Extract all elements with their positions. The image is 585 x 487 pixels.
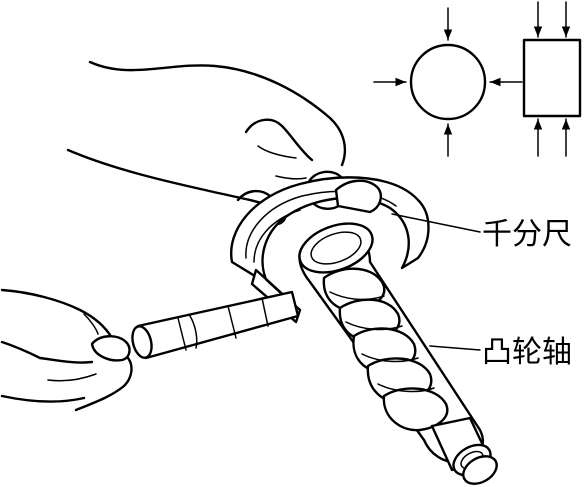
micrometer-spindle [131, 290, 300, 360]
leader-line-micrometer [391, 213, 481, 233]
leader-line-camshaft [429, 345, 481, 351]
label-camshaft: 凸轮轴 [482, 335, 572, 370]
fingertip [90, 335, 131, 362]
side-section-rect [522, 38, 582, 118]
camshaft [298, 222, 498, 485]
label-micrometer: 千分尺 [482, 217, 572, 252]
round-section-circle [409, 43, 487, 121]
circle-section-inset [373, 7, 523, 157]
rect-section-inset [522, 1, 582, 157]
lower-hand [0, 288, 133, 412]
